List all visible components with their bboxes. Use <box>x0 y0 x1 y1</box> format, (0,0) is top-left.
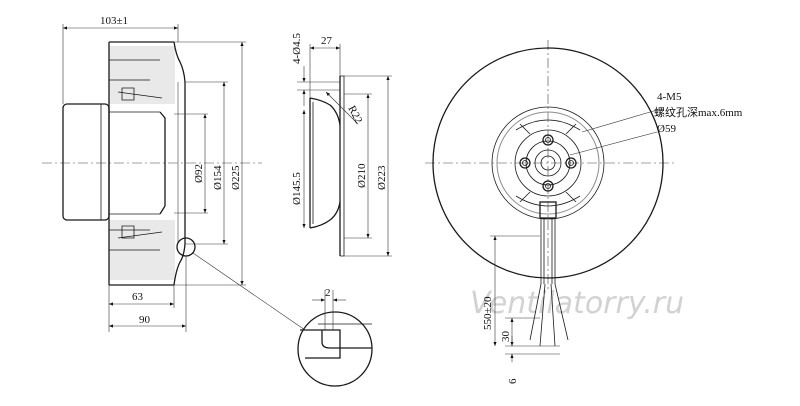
dim-motor-length-label: 63 <box>132 291 144 303</box>
dim-end-length-label: 6 <box>507 378 519 384</box>
dim-strip-length-label: 30 <box>500 331 512 343</box>
outer-ring <box>432 47 664 279</box>
thread-holes <box>519 134 577 192</box>
dim-radius-label: R22 <box>345 104 364 126</box>
dim-hole-spec-label: 4-Ø4.5 <box>291 33 303 64</box>
dim-overall-length-label: 103±1 <box>100 15 128 27</box>
inner-hub-ring <box>491 106 605 220</box>
cable <box>529 201 569 347</box>
dim-cable-length-label: 550±20 <box>482 296 494 330</box>
dim-diameters-side: Ø92 Ø154 Ø225 <box>174 41 246 286</box>
dim-lengths-bottom: 63 90 <box>108 256 187 332</box>
detail-leader <box>192 252 306 331</box>
dim-gap-label: 2 <box>325 287 331 299</box>
dim-dia-59-label: Ø59 <box>657 123 676 135</box>
dim-depth-label: 27 <box>321 35 333 47</box>
watermark-text: Ventilatorry.ru <box>470 286 684 321</box>
dim-dia-223-label: Ø223 <box>376 165 388 190</box>
thread-spec-label: 4-M5 <box>657 91 682 103</box>
impeller-blades <box>108 41 175 286</box>
thread-depth-note: 螺纹孔深max.6mm <box>654 105 743 119</box>
detail-view: 2 <box>297 287 373 387</box>
dim-housing-length-label: 90 <box>139 314 151 326</box>
motor-body <box>62 103 166 221</box>
side-view: 103±1 Ø92 Ø154 Ø225 63 90 <box>42 15 306 332</box>
dim-dia-92-label: Ø92 <box>193 164 205 183</box>
dim-overall-length: 103±1 <box>62 15 179 104</box>
inlet-shroud <box>173 41 196 286</box>
dim-dia-210-label: Ø210 <box>356 163 368 188</box>
section-view: 27 4-Ø4.5 R22 Ø145.5 Ø210 Ø223 <box>291 33 392 257</box>
dim-dia-154-label: Ø154 <box>212 165 224 190</box>
dim-dia-225-label: Ø225 <box>230 165 242 190</box>
dim-dia-145-5-label: Ø145.5 <box>291 172 303 205</box>
front-view: 4-M5 螺纹孔深max.6mm Ø59 550±20 30 6 <box>425 40 743 384</box>
